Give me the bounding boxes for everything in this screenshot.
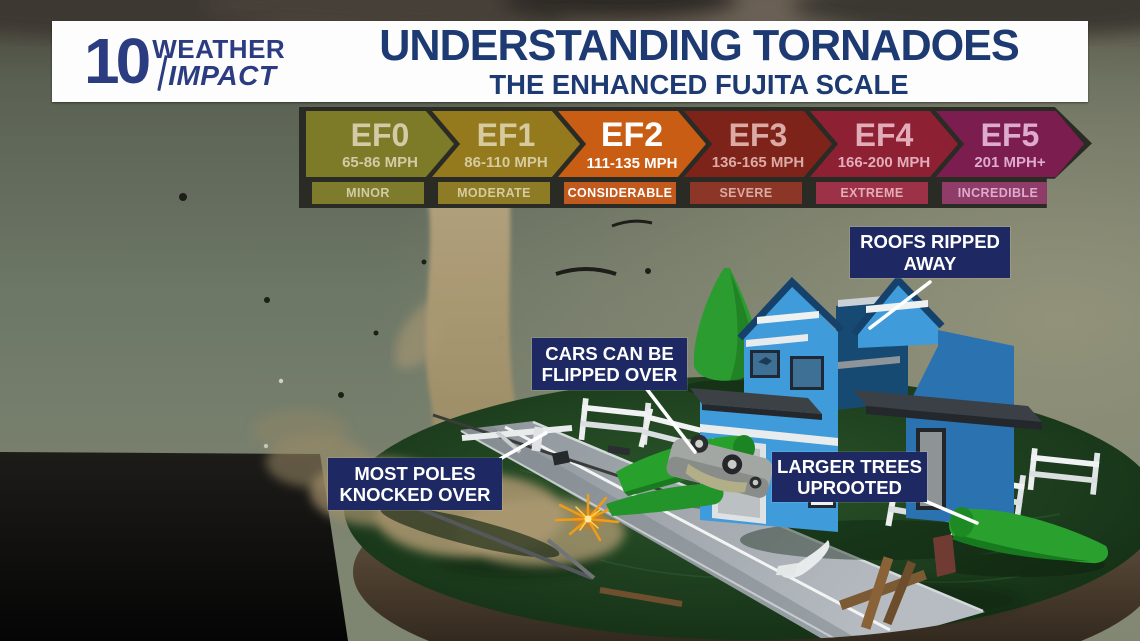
- callout-cars-flipped: CARS CAN BE FLIPPED OVER: [532, 338, 687, 390]
- fallen-poles: [389, 413, 956, 630]
- scale-segment-speed: 86-110 MPH: [464, 153, 548, 171]
- callout-line: CARS CAN BE: [545, 342, 674, 364]
- logo-word-weather: WEATHER: [152, 33, 286, 64]
- scale-segment-speed: 166-200 MPH: [837, 153, 931, 171]
- callout-trees-uprooted: LARGER TREES UPROOTED: [772, 452, 927, 502]
- logo-words: WEATHER IMPACT: [152, 36, 285, 90]
- callout-line: AWAY: [903, 252, 957, 274]
- page-subtitle: THE ENHANCED FUJITA SCALE: [489, 68, 909, 100]
- header-bar: 10 WEATHER IMPACT UNDERSTANDING TORNADOE…: [52, 21, 1088, 102]
- fujita-scale-panel: EF0 65-86 MPH EF1 86-110 MPH EF2 111-135…: [299, 107, 1092, 208]
- scale-segment-label: EF2: [600, 115, 664, 154]
- scale-damage-ef2: CONSIDERABLE: [564, 182, 676, 204]
- logo-number: 10: [84, 24, 151, 97]
- scale-damage-ef5: INCREDIBLE: [942, 182, 1054, 204]
- scale-segment-speed: 201 MPH+: [974, 153, 1046, 171]
- scale-damage-ef1: MODERATE: [438, 182, 550, 204]
- scale-segment-speed: 111-135 MPH: [586, 154, 678, 172]
- callout-poles-knocked-over: MOST POLES KNOCKED OVER: [328, 458, 502, 510]
- callout-line: UPROOTED: [797, 477, 902, 498]
- scale-damage-ef4: EXTREME: [816, 182, 928, 204]
- station-logo: 10 WEATHER IMPACT: [52, 24, 324, 97]
- scale-segment-ef5: EF5 201 MPH+: [936, 111, 1084, 177]
- scale-segment-ef2-highlighted: EF2 111-135 MPH: [558, 111, 706, 177]
- scale-segment-label: EF1: [476, 116, 536, 153]
- callout-line: KNOCKED OVER: [339, 484, 491, 505]
- scale-segment-speed: 136-165 MPH: [711, 153, 805, 171]
- callout-line: ROOFS RIPPED: [860, 231, 1000, 253]
- foreground-wall: [0, 452, 348, 641]
- callout-leader-lines: [498, 280, 979, 525]
- callout-line: LARGER TREES: [777, 455, 922, 477]
- scale-damage-ef0: MINOR: [312, 182, 424, 204]
- header-titles: UNDERSTANDING TORNADOES THE ENHANCED FUJ…: [324, 20, 1088, 100]
- scale-damage-ef3: SEVERE: [690, 182, 802, 204]
- sparks: [554, 493, 620, 542]
- scale-segment-speed: 65-86 MPH: [342, 153, 418, 171]
- scale-segment-label: EF0: [350, 116, 410, 153]
- callout-roofs-ripped-away: ROOFS RIPPED AWAY: [850, 227, 1010, 278]
- scale-segment-ef3: EF3 136-165 MPH: [684, 111, 832, 177]
- scale-segment-label: EF5: [980, 116, 1040, 153]
- page-title: UNDERSTANDING TORNADOES: [379, 20, 1019, 70]
- scale-segment-ef1: EF1 86-110 MPH: [432, 111, 580, 177]
- callout-line: MOST POLES: [354, 462, 476, 484]
- logo-word-impact: IMPACT: [168, 61, 285, 90]
- scale-segment-ef4: EF4 166-200 MPH: [810, 111, 958, 177]
- scale-segment-label: EF3: [728, 116, 788, 153]
- callout-line: FLIPPED OVER: [541, 364, 678, 385]
- scale-segment-ef0: EF0 65-86 MPH: [306, 111, 454, 177]
- road: [460, 420, 985, 640]
- scale-segment-label: EF4: [854, 116, 914, 153]
